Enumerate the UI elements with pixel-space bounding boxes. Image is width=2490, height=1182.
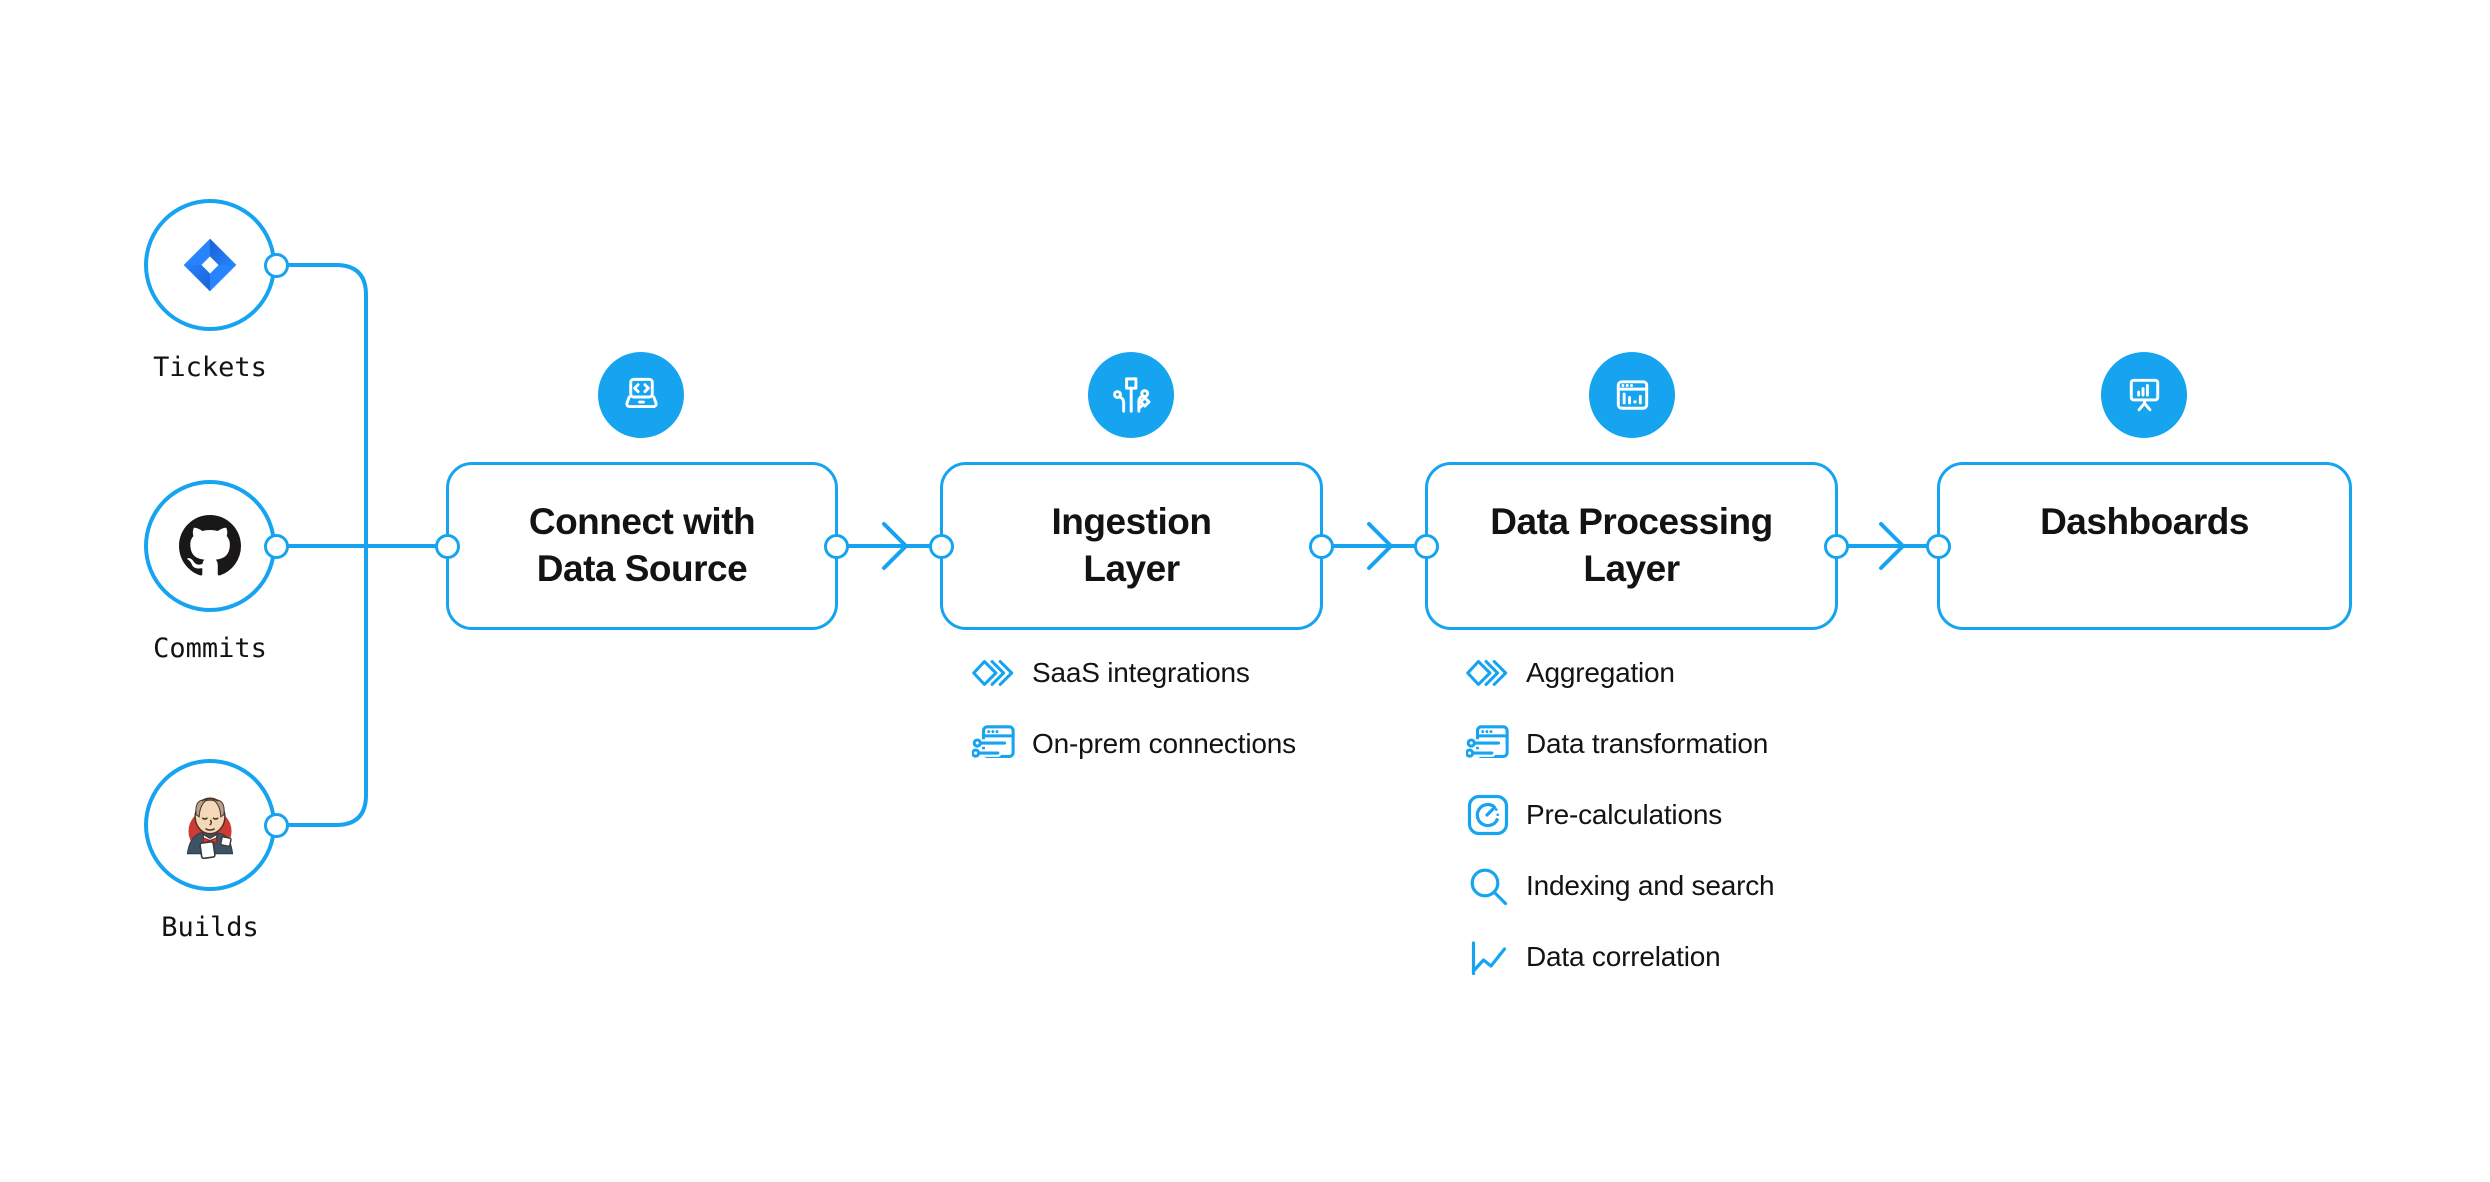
arrow-head-2 xyxy=(1367,522,1393,570)
wire-tickets xyxy=(287,263,368,548)
source-node-commits xyxy=(144,480,276,612)
stage-title: Ingestion Layer xyxy=(1051,501,1212,589)
window-sliders-icon xyxy=(971,721,1017,767)
item-label: Data correlation xyxy=(1526,941,1721,972)
stage-title: Connect with Data Source xyxy=(528,501,756,589)
source-label-builds: Builds xyxy=(161,912,259,943)
list-item: On-prem connections xyxy=(971,721,1296,767)
stage-box-connect-with-data-source: Connect with Data Source xyxy=(435,462,849,630)
connector-port xyxy=(929,533,954,559)
stage-badge xyxy=(598,352,684,438)
stage-box-ingestion-layer: Ingestion Layer xyxy=(929,462,1334,630)
item-label: Indexing and search xyxy=(1526,870,1775,901)
connector-port xyxy=(1414,533,1439,559)
connector-port xyxy=(1309,533,1334,559)
stacked-diamonds-icon xyxy=(1465,650,1511,696)
source-node-builds xyxy=(144,759,276,891)
item-label: Aggregation xyxy=(1526,657,1675,688)
stage-box-data-processing-layer: Data Processing Layer xyxy=(1414,462,1849,630)
item-label: SaaS integrations xyxy=(1032,657,1250,688)
item-label: Data transformation xyxy=(1526,728,1769,759)
line-chart-icon xyxy=(1465,934,1511,980)
stage-title: Dashboards xyxy=(2040,501,2249,542)
connector-port xyxy=(1824,533,1849,559)
list-item: Data correlation xyxy=(1465,934,1774,980)
stage-title: Data Processing Layer xyxy=(1490,501,1773,589)
presentation-chart-icon xyxy=(2129,378,2159,411)
window-sliders-icon xyxy=(1465,721,1511,767)
stage-badge xyxy=(2101,352,2187,438)
source-label-tickets: Tickets xyxy=(153,352,267,383)
list-item: Data transformation xyxy=(1465,721,1774,767)
connector-port xyxy=(435,533,460,559)
window-chart-icon xyxy=(1616,379,1648,410)
list-item: SaaS integrations xyxy=(971,650,1296,696)
laptop-code-icon xyxy=(624,377,658,408)
stacked-diamonds-icon xyxy=(971,650,1017,696)
source-label-commits: Commits xyxy=(153,633,267,664)
github-icon xyxy=(179,515,241,576)
stage-box-dashboards: Dashboards xyxy=(1926,462,2352,630)
connector-port xyxy=(264,253,289,278)
item-label: On-prem connections xyxy=(1032,728,1296,759)
stage-badge xyxy=(1088,352,1174,438)
arrow-head-1 xyxy=(882,522,908,570)
jenkins-icon xyxy=(186,797,234,860)
connector-port xyxy=(264,534,289,559)
ingestion-layer-items: SaaS integrations On-prem conne xyxy=(971,650,1296,792)
source-node-tickets xyxy=(144,199,276,331)
list-item: Pre-calculations xyxy=(1465,792,1774,838)
arrow-head-3 xyxy=(1879,522,1905,570)
list-item: Aggregation xyxy=(1465,650,1774,696)
connector-port xyxy=(264,813,289,838)
search-icon xyxy=(1465,863,1511,909)
jira-icon xyxy=(183,238,237,292)
list-item: Indexing and search xyxy=(1465,863,1775,909)
gauge-icon xyxy=(1465,792,1511,838)
data-processing-layer-items: Aggregation Data transformation xyxy=(1465,650,1775,1005)
connector-port xyxy=(824,533,849,559)
wire-builds xyxy=(287,544,368,827)
stage-badge xyxy=(1589,352,1675,438)
circuit-branch-icon xyxy=(1112,376,1150,413)
connector-port xyxy=(1926,533,1951,559)
item-label: Pre-calculations xyxy=(1526,799,1722,830)
